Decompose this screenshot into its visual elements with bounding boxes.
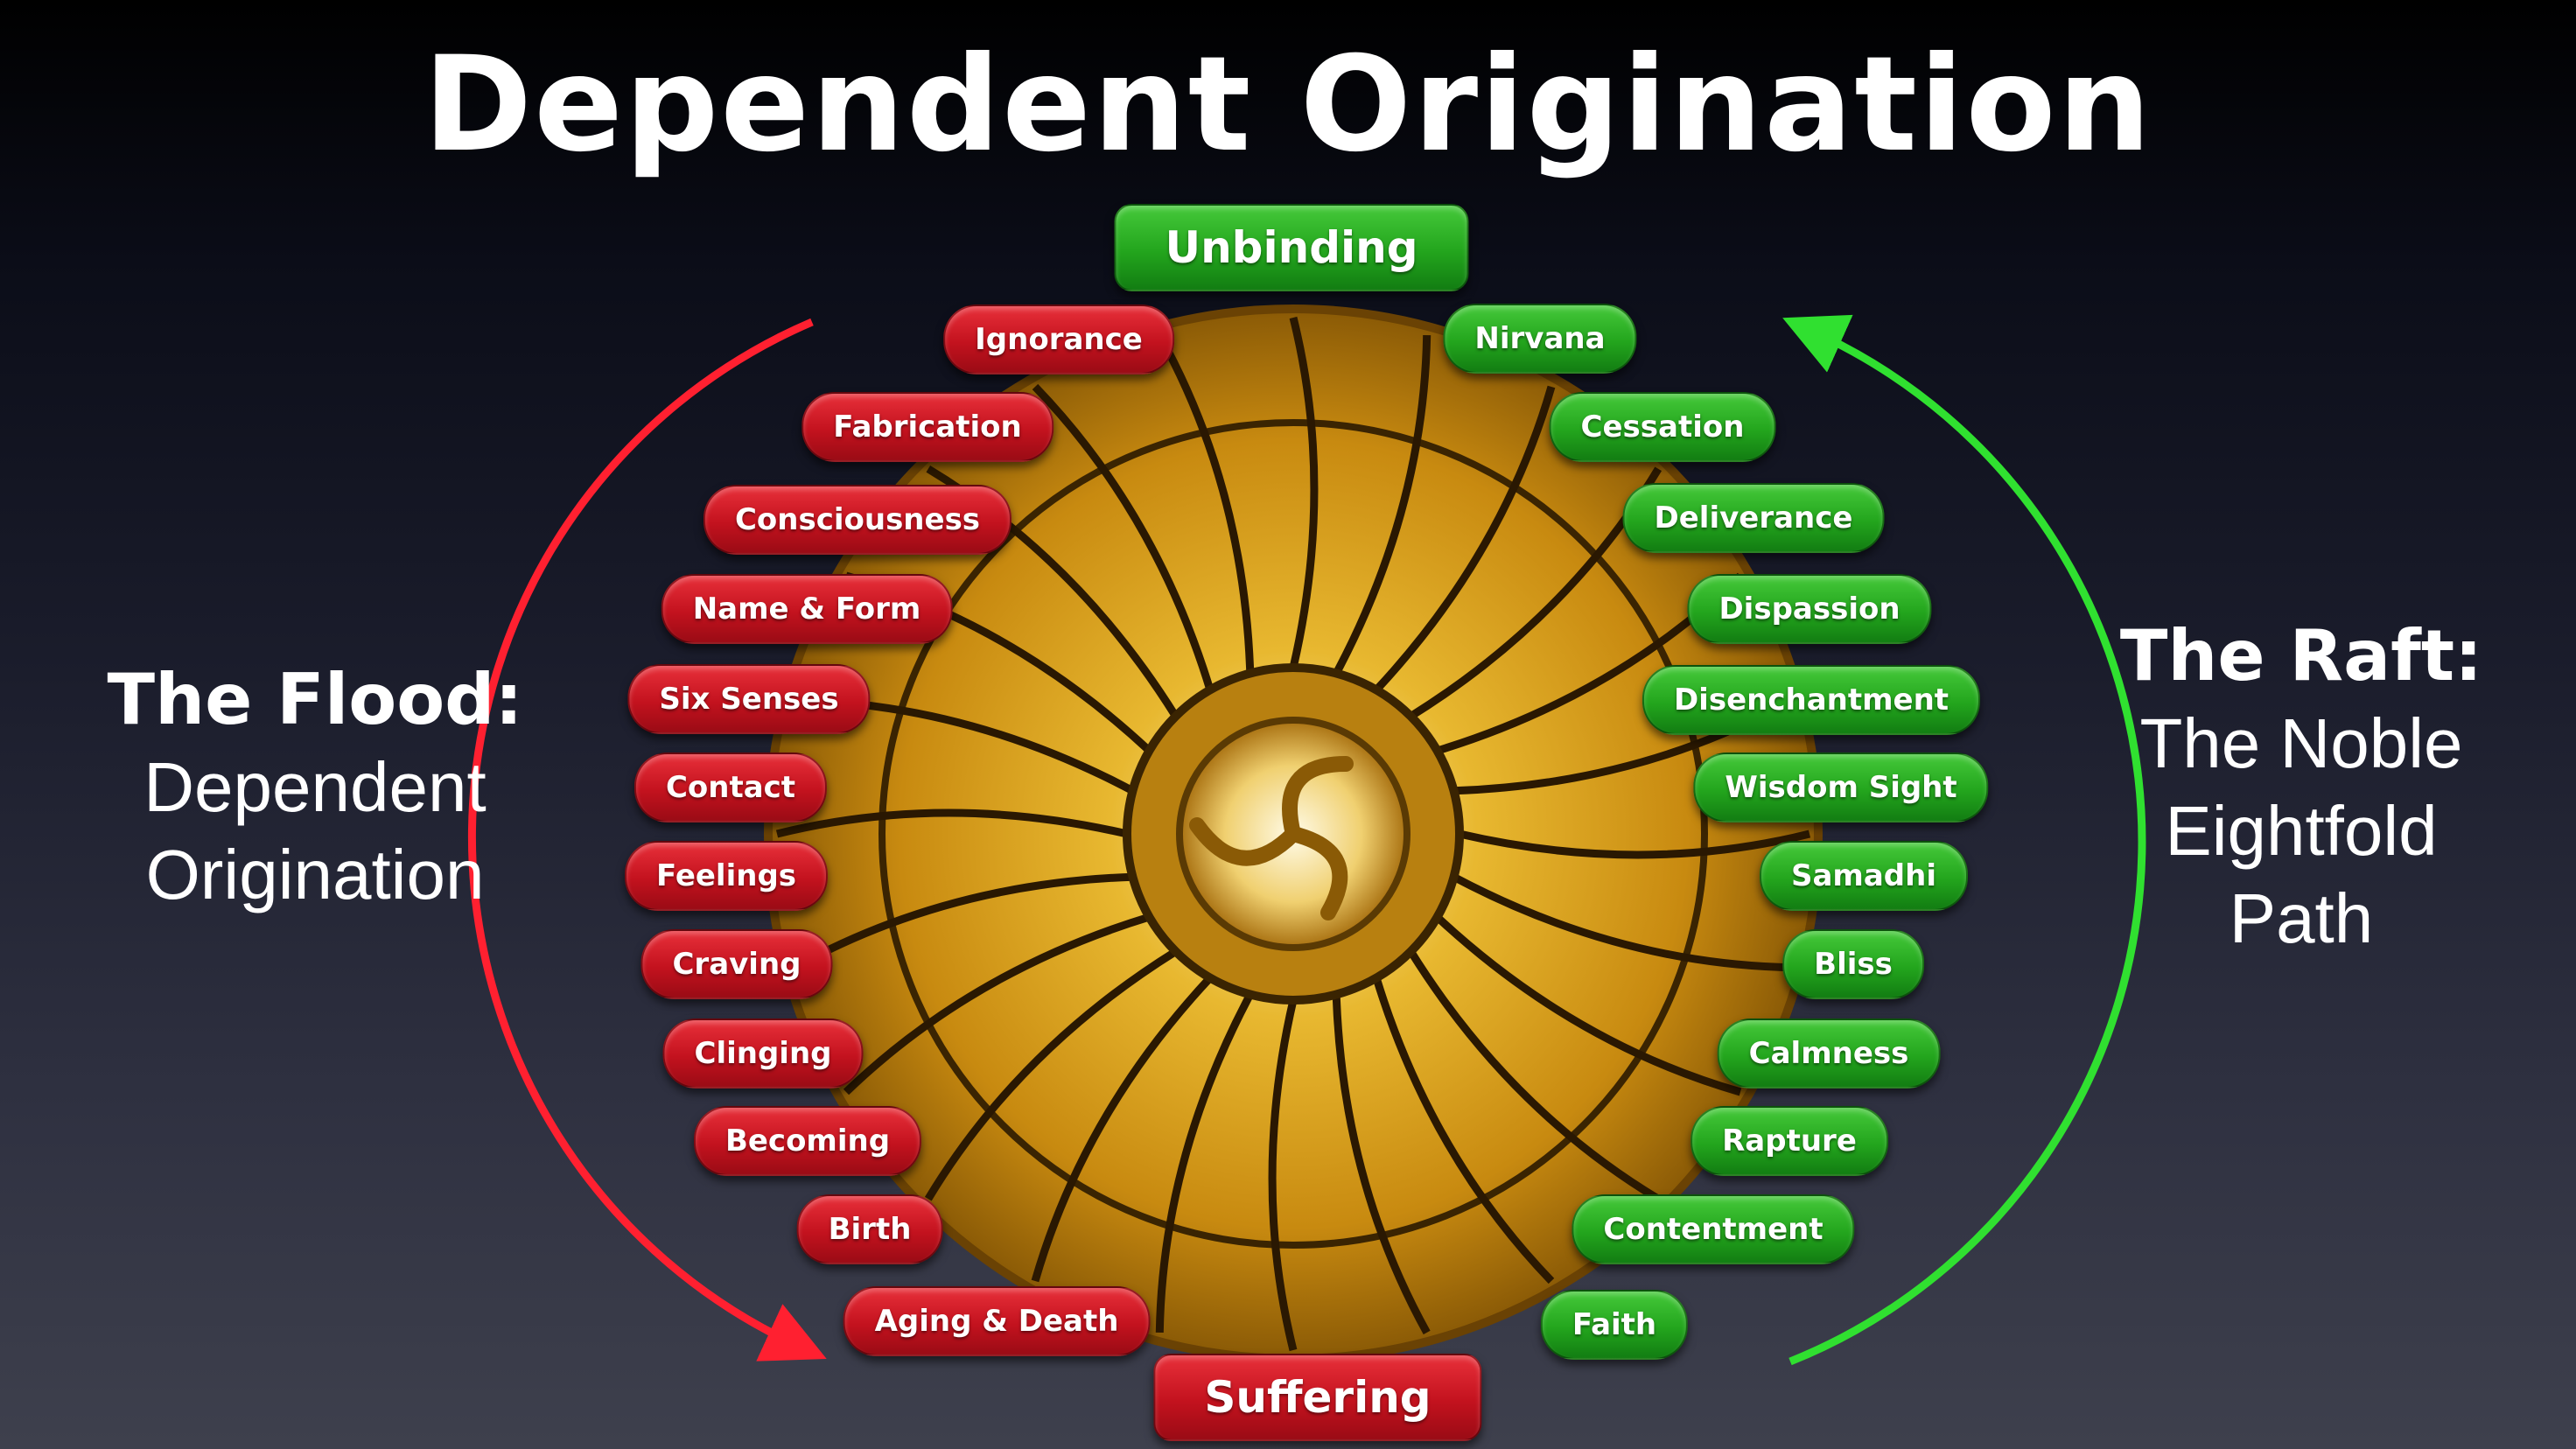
flood-heading: The Flood: [107, 659, 523, 740]
link-name-form: Name & Form [661, 574, 953, 644]
link-becoming: Becoming [693, 1106, 922, 1176]
path-step-bliss: Bliss [1782, 929, 1924, 999]
raft-caption: The Raft: The Noble Eightfold Path [2030, 612, 2572, 962]
page-title: Dependent Origination [423, 29, 2153, 181]
path-step-deliverance: Deliverance [1622, 483, 1885, 553]
wheel-spoke [775, 808, 1129, 838]
flood-line2: Origination [145, 836, 485, 914]
link-ignorance: Ignorance [943, 304, 1174, 374]
path-step-dispassion: Dispassion [1687, 574, 1932, 644]
wheel-spoke [1372, 976, 1555, 1284]
path-step-cessation: Cessation [1549, 392, 1776, 462]
wheel-spoke [1289, 316, 1319, 669]
flood-arrow [467, 318, 827, 1362]
path-step-rapture: Rapture [1690, 1106, 1888, 1176]
wheel-inner-ring [878, 419, 1708, 1249]
triskelion-icon [1189, 756, 1354, 920]
wheel-spoke [1332, 994, 1431, 1335]
path-step-faith: Faith [1540, 1290, 1689, 1360]
wheel-spoke [1031, 975, 1214, 1283]
wheel-spoke [1458, 830, 1811, 859]
link-contact: Contact [634, 752, 828, 822]
path-step-wisdom-sight: Wisdom Sight [1693, 752, 1989, 822]
wheel-spoke [924, 948, 1178, 1201]
suffering-label: Suffering [1153, 1354, 1482, 1441]
link-fabrication: Fabrication [802, 392, 1054, 462]
wheel-spoke [1407, 949, 1661, 1203]
path-step-nirvana: Nirvana [1443, 304, 1637, 374]
link-craving: Craving [640, 929, 833, 999]
link-aging-death: Aging & Death [843, 1286, 1151, 1356]
link-clinging: Clinging [662, 1018, 864, 1088]
link-feelings: Feelings [624, 841, 829, 911]
raft-line3: Path [2229, 879, 2374, 957]
wheel-spoke [792, 872, 1133, 971]
flood-caption: The Flood: Dependent Origination [44, 656, 586, 919]
wheel-spoke [1156, 332, 1255, 674]
link-consciousness: Consciousness [703, 485, 1012, 555]
wheel-spoke [1268, 998, 1298, 1352]
unbinding-label: Unbinding [1114, 204, 1469, 291]
raft-arrow [1782, 314, 2146, 1366]
wheel-spoke [1452, 873, 1792, 972]
raft-heading: The Raft: [2119, 615, 2483, 696]
wheel-spoke [1434, 914, 1742, 1096]
link-birth: Birth [796, 1194, 943, 1264]
path-step-disenchantment: Disenchantment [1642, 665, 1981, 735]
raft-line2: Eightfold [2165, 792, 2438, 870]
wheel-spoke [1032, 383, 1214, 691]
wheel-spoke [1373, 385, 1556, 693]
wheel-spokes [775, 316, 1811, 1352]
path-step-calmness: Calmness [1717, 1018, 1941, 1088]
wheel-spoke [1333, 335, 1432, 676]
flood-line1: Dependent [144, 748, 486, 826]
path-step-samadhi: Samadhi [1760, 841, 1968, 911]
path-step-contentment: Contentment [1572, 1194, 1855, 1264]
wheel-spoke [843, 913, 1151, 1096]
wheel-spoke [1155, 992, 1254, 1333]
link-six-senses: Six Senses [627, 664, 871, 734]
raft-line1: The Noble [2139, 704, 2463, 782]
